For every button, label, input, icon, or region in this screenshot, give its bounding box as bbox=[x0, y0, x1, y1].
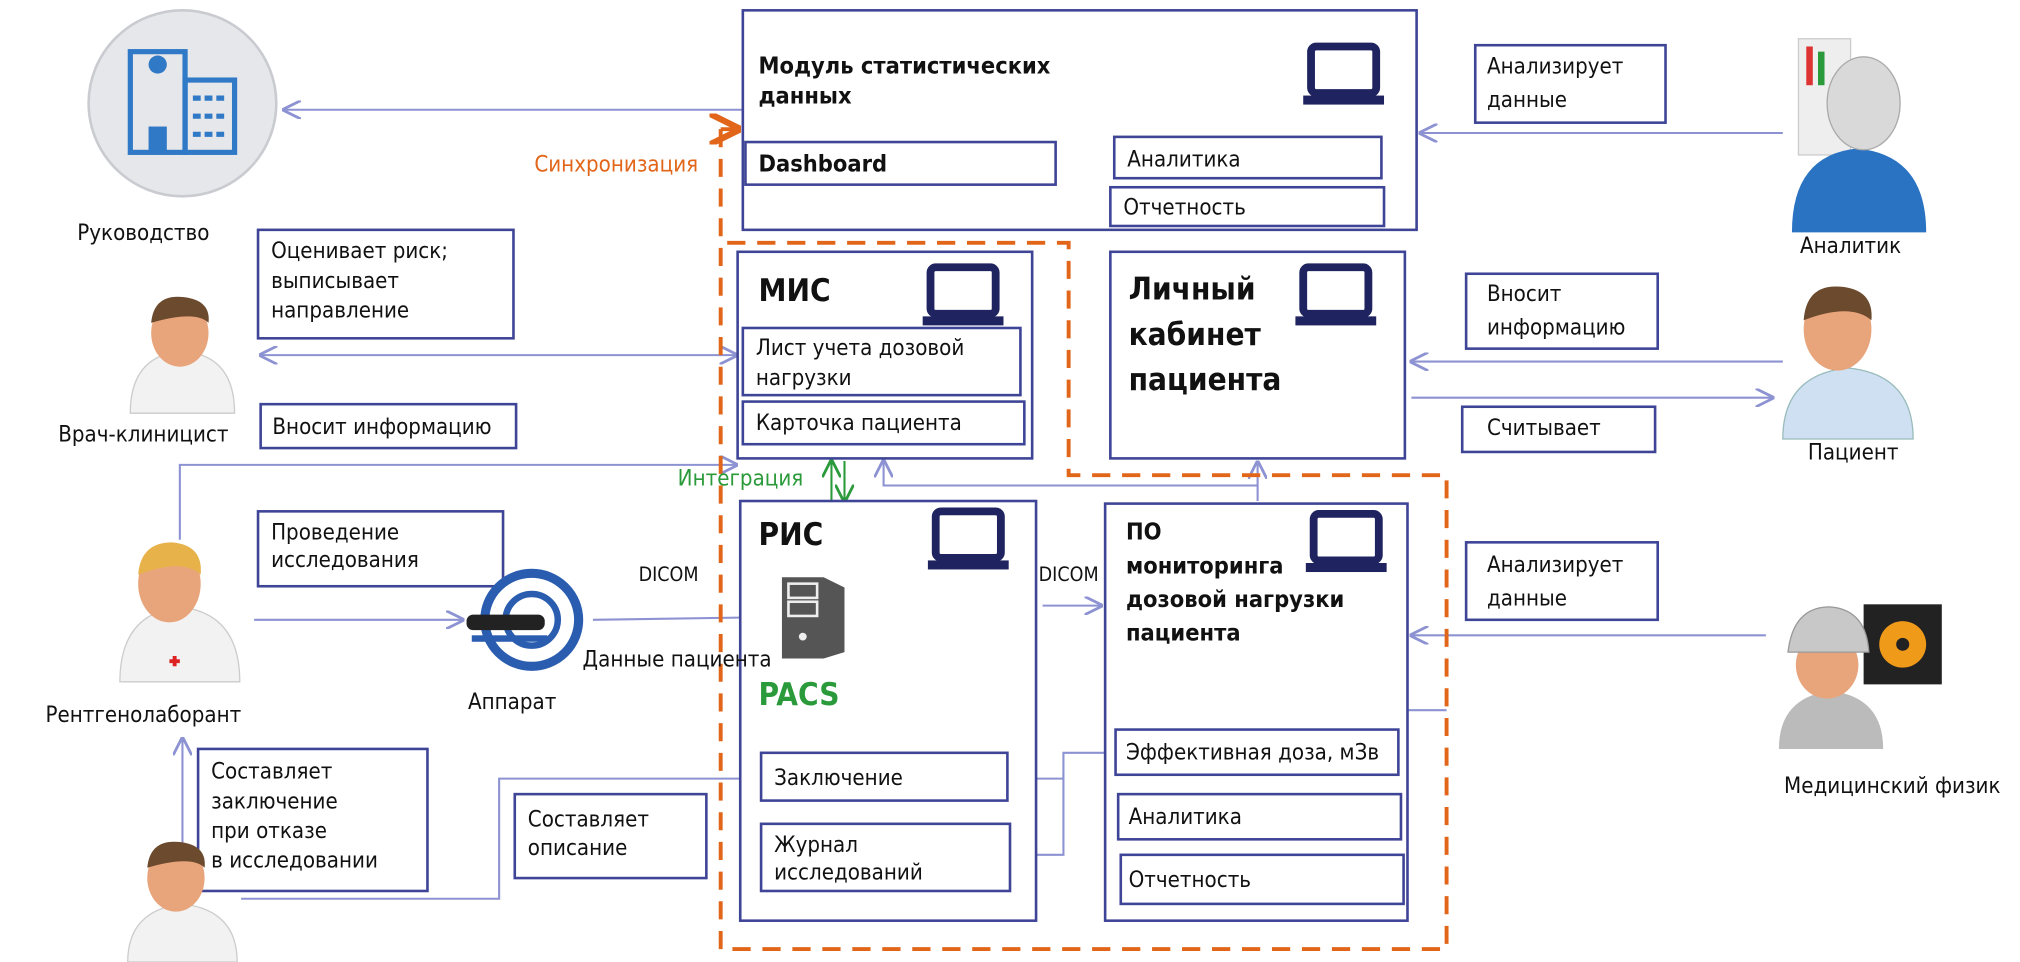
note-assess: Оценивает риск; выписывает направление bbox=[256, 228, 515, 340]
sync-label: Синхронизация bbox=[534, 153, 698, 178]
note-text: Анализирует bbox=[1487, 55, 1623, 80]
mis-title: МИС bbox=[758, 273, 830, 309]
conclusion-box[interactable] bbox=[759, 751, 1009, 802]
cabinet-title: кабинет bbox=[1129, 317, 1262, 353]
stat-module-title: Модуль статистических bbox=[758, 52, 1050, 80]
journal-label: Журнал bbox=[774, 833, 858, 858]
monitoring-reports-box[interactable] bbox=[1119, 853, 1405, 906]
ris-module: РИС PACS Заключение Журнал исследований bbox=[738, 499, 1038, 922]
server-icon bbox=[781, 577, 845, 659]
note-text: Анализирует bbox=[1487, 553, 1623, 578]
note-text: данные bbox=[1487, 88, 1567, 113]
note-enter-doc: Вносит информацию bbox=[259, 402, 518, 450]
journal-label: исследований bbox=[774, 860, 923, 885]
cabinet-title: Личный bbox=[1129, 272, 1256, 308]
monitoring-analytics-box[interactable] bbox=[1116, 792, 1403, 841]
scanner-icon bbox=[466, 568, 584, 671]
dose-sheet-box[interactable] bbox=[741, 326, 1022, 397]
monitoring-reports-label: Отчетность bbox=[1129, 868, 1251, 893]
stat-reports-label: Отчетность bbox=[1123, 195, 1245, 220]
pacs-label: PACS bbox=[758, 677, 839, 713]
note-text: данные bbox=[1487, 587, 1567, 612]
dose-monitoring-module: ПО мониторинга дозовой нагрузки пациента… bbox=[1103, 502, 1409, 922]
monitoring-title: дозовой нагрузки bbox=[1126, 585, 1344, 613]
management-label: Руководство bbox=[77, 221, 209, 246]
clinician-icon bbox=[129, 296, 236, 414]
dashboard-label: Dashboard bbox=[758, 150, 887, 178]
radiologist-to-conclusion-arrow bbox=[241, 779, 758, 900]
effective-dose-label: Эффективная доза, мЗв bbox=[1126, 740, 1379, 765]
note-conduct: Проведение исследования bbox=[256, 510, 505, 588]
dose-sheet-label: Лист учета дозовой bbox=[756, 336, 964, 361]
connectors bbox=[178, 110, 1783, 900]
note-text: Вносит информацию bbox=[272, 415, 491, 440]
dicom-label: DICOM bbox=[639, 563, 699, 586]
note-conclusion-refusal: Составляет заключение при отказе в иссле… bbox=[196, 747, 429, 893]
patient-card-box[interactable] bbox=[741, 400, 1026, 446]
note-physicist: Анализирует данные bbox=[1464, 541, 1660, 622]
stat-module-title: данных bbox=[758, 81, 852, 109]
patient-cabinet-module: Личный кабинет пациента bbox=[1109, 250, 1407, 460]
device-label: Аппарат bbox=[468, 690, 556, 715]
monitoring-analytics-label: Аналитика bbox=[1129, 805, 1242, 830]
analyst-icon bbox=[1791, 38, 1927, 233]
conclusion-label: Заключение bbox=[774, 766, 903, 791]
physicist-label: Медицинский физик bbox=[1784, 774, 2001, 799]
patient-icon bbox=[1782, 286, 1914, 440]
note-text: Проведение bbox=[271, 521, 399, 546]
note-text: направление bbox=[271, 299, 409, 324]
note-text: Считывает bbox=[1487, 416, 1601, 441]
note-text: выписывает bbox=[271, 269, 399, 294]
note-text: в исследовании bbox=[211, 849, 378, 874]
clinician-label: Врач-клиницист bbox=[58, 423, 228, 448]
monitoring-title: мониторинга bbox=[1126, 551, 1284, 579]
device-to-pacs-arrow bbox=[592, 617, 766, 620]
ris-to-mis-link bbox=[884, 461, 1258, 487]
note-text: при отказе bbox=[211, 819, 327, 844]
note-patient-reads: Считывает bbox=[1460, 405, 1657, 454]
note-text: исследования bbox=[271, 548, 419, 573]
patient-label: Пациент bbox=[1808, 441, 1899, 466]
physicist-icon bbox=[1778, 604, 1942, 749]
dicom-label: DICOM bbox=[1039, 563, 1099, 586]
dose-to-conclusion-arrow bbox=[1011, 751, 1116, 779]
note-text: Вносит bbox=[1487, 282, 1561, 307]
mis-module: МИС Лист учета дозовой нагрузки Карточка… bbox=[736, 250, 1034, 460]
radiographer-icon bbox=[119, 542, 241, 683]
note-text: информацию bbox=[1487, 316, 1625, 341]
note-patient-enters: Вносит информацию bbox=[1464, 272, 1660, 350]
stat-reports-box[interactable] bbox=[1109, 185, 1386, 228]
cabinet-title: пациента bbox=[1129, 362, 1282, 398]
radiologist-icon bbox=[127, 841, 238, 962]
note-text: заключение bbox=[211, 789, 338, 814]
monitoring-title: пациента bbox=[1126, 619, 1241, 647]
radiographer-label: Рентгенолаборант bbox=[45, 703, 241, 728]
analyst-label: Аналитик bbox=[1800, 234, 1901, 259]
radiographer-to-mis-arrow bbox=[178, 465, 736, 540]
stat-analytics-box[interactable] bbox=[1112, 135, 1383, 180]
note-text: Оценивает риск; bbox=[271, 239, 448, 264]
journal-box[interactable] bbox=[759, 822, 1012, 893]
monitoring-title: ПО bbox=[1126, 518, 1162, 546]
sync-boundary bbox=[721, 129, 1449, 952]
hospital-icon bbox=[87, 9, 278, 198]
effective-dose-box[interactable] bbox=[1114, 728, 1400, 777]
ris-title: РИС bbox=[758, 517, 823, 553]
dashboard-box[interactable] bbox=[744, 140, 1057, 186]
note-text: Составляет bbox=[528, 808, 649, 833]
note-text: Составляет bbox=[211, 760, 332, 785]
integration-label: Интеграция bbox=[678, 467, 804, 492]
note-text: описание bbox=[528, 836, 628, 861]
note-describe: Составляет описание bbox=[513, 792, 708, 880]
patient-card-label: Карточка пациента bbox=[756, 411, 962, 436]
stat-module: Модуль статистических данных Dashboard А… bbox=[741, 9, 1418, 232]
dose-sheet-label: нагрузки bbox=[756, 366, 852, 391]
stat-analytics-label: Аналитика bbox=[1127, 148, 1240, 173]
patient-data-label: Данные пациента bbox=[583, 647, 772, 672]
note-analyst: Анализирует данные bbox=[1473, 43, 1667, 124]
